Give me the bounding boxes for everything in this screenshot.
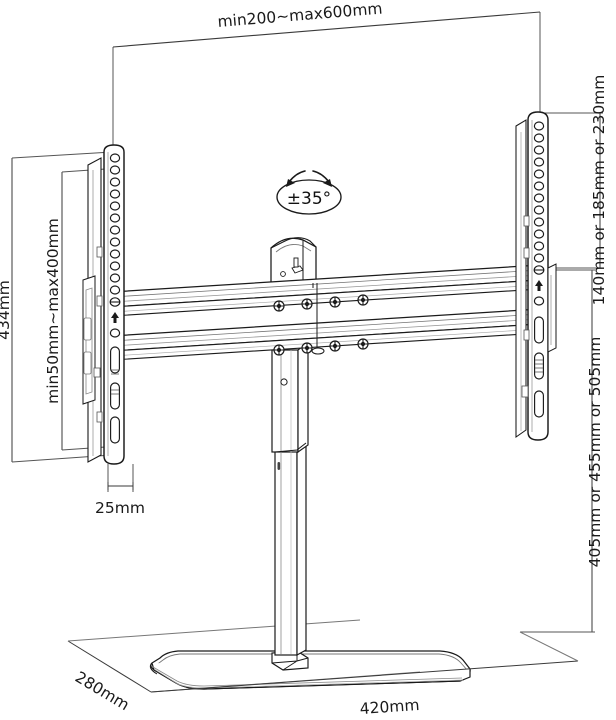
base-plate-corner-left: [149, 662, 158, 675]
right-bracket-slot-ticks: [535, 359, 543, 373]
swivel-head-dome-edge: [270, 237, 317, 249]
left-bracket-tab-1: [96, 246, 103, 258]
connector-nut: [311, 347, 325, 355]
upper-rail-line-3: [111, 284, 541, 313]
base-plate-bevel-line: [154, 653, 469, 672]
right-bracket-side-plate: [547, 263, 557, 353]
right-bracket-tab-4: [521, 385, 529, 398]
swivel-head: [270, 237, 317, 288]
right-bracket-up-arrow-icon: [535, 280, 543, 291]
dimension-line-top: [112, 11, 541, 48]
left-bracket-tab-3: [93, 367, 101, 378]
dimension-line-280: [67, 640, 152, 693]
witness-line-420-right: [519, 631, 579, 662]
column-joint-line: [274, 442, 307, 453]
left-bracket-hole-lower: [109, 328, 121, 338]
right-bracket-tab-3: [523, 329, 530, 341]
right-bracket-slot-column: [534, 316, 544, 418]
right-bracket-center-marker: [533, 265, 545, 275]
center-column: [271, 340, 309, 671]
swivel-angle-callout: ±35°: [276, 170, 342, 215]
dimension-label-left-434: 434mm: [0, 280, 13, 340]
dimension-label-right-lower: 405mm or 455mm or 505mm: [586, 337, 604, 568]
lower-rail-line-3: [111, 328, 541, 357]
right-bracket-tab-1: [523, 215, 530, 227]
witness-line-280-upper: [67, 619, 361, 642]
left-bracket-slot-column: [110, 346, 120, 444]
left-bracket-arm-slot-a: [83, 317, 92, 341]
right-vesa-bracket: [515, 111, 557, 441]
swivel-head-hole: [280, 271, 286, 277]
dimension-label-left-stroke: min50mm~max400mm: [44, 218, 62, 404]
lower-rail-line-1: [111, 313, 541, 342]
upper-rail-line-1: [111, 269, 541, 298]
rotation-arrows-icon: [286, 170, 332, 187]
upper-rail-line-2: [111, 274, 541, 303]
head-to-rail-connector: [311, 283, 325, 355]
dimension-label-right-upper: 140mm or 185mm or 230mm: [590, 75, 608, 306]
column-lower-front: [274, 449, 298, 656]
right-bracket-tab-2: [523, 247, 530, 259]
swivel-angle-label: ±35°: [287, 189, 331, 209]
left-bracket-center-marker: [109, 297, 121, 307]
column-lower-side: [296, 441, 307, 657]
dimension-base-width: [150, 631, 579, 693]
column-upper-side: [297, 340, 309, 454]
base-plate-edge-highlight: [152, 666, 463, 687]
left-vesa-bracket: [82, 144, 125, 465]
dimension-25mm: [107, 464, 134, 492]
witness-line-left-outer-top: [11, 151, 113, 159]
dimension-label-25mm: 25mm: [95, 499, 145, 517]
left-bracket-slot-ticks: [111, 369, 119, 395]
left-bracket-tab-2: [96, 295, 103, 307]
left-bracket-arm-inner: [85, 287, 93, 395]
column-lock-slot: [277, 462, 281, 470]
column-adjust-hole: [280, 378, 288, 386]
column-upper-front: [271, 349, 299, 453]
lower-rail-line-2: [111, 318, 541, 347]
swivel-head-pin: [293, 257, 299, 268]
dimension-line-420: [150, 660, 579, 693]
base-plate: [149, 650, 471, 690]
swivel-angle-ellipse: [276, 179, 342, 215]
right-bracket-hole-lower: [533, 296, 545, 306]
dimension-label-420: 420mm: [359, 696, 420, 718]
dimension-top-width: [112, 11, 541, 158]
left-bracket-arm-slot-b: [83, 351, 92, 375]
left-bracket-tab-4: [96, 411, 103, 423]
left-bracket-up-arrow-icon: [111, 312, 119, 323]
